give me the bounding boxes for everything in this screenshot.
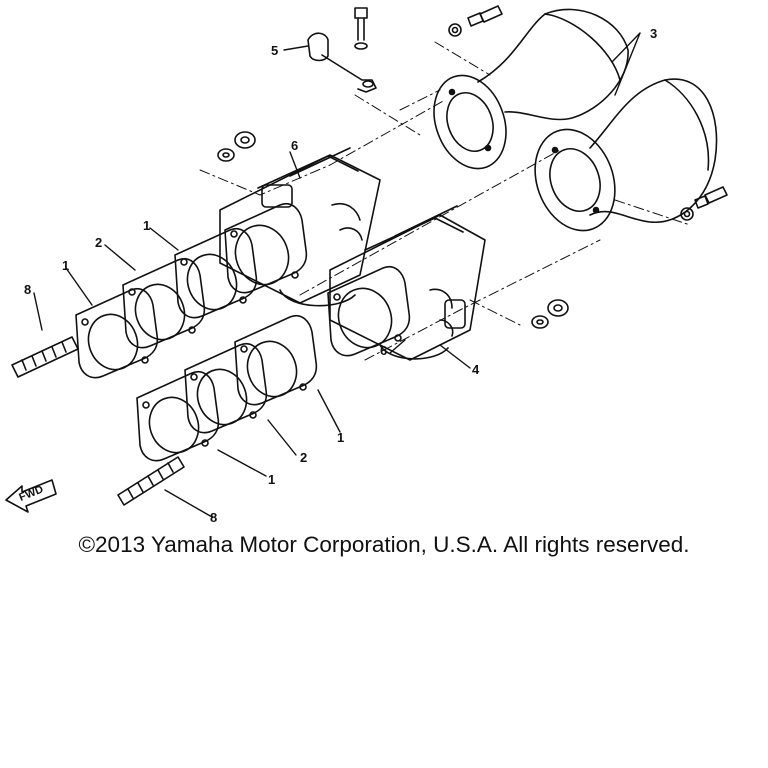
- callout-8-bottom: 8: [210, 510, 217, 525]
- exploded-parts-diagram: FWD 1 1 1 1 2 2 3 4 5 6 6 8 8: [0, 0, 768, 525]
- carb-flange-right: [328, 267, 409, 356]
- callout-6-bottom: 6: [380, 343, 387, 358]
- stud-upper: [12, 337, 78, 377]
- gasket-upper-3: [76, 289, 157, 378]
- hardware-right: [681, 187, 727, 220]
- gasket-lower-2: [185, 344, 266, 433]
- callout-8-left: 8: [24, 282, 31, 297]
- gasket-upper-1: [175, 229, 256, 318]
- gasket-upper-2: [123, 259, 204, 348]
- hardware-left: [218, 132, 255, 161]
- velocity-stack-upper: [422, 9, 628, 178]
- velocity-stack-lower: [522, 79, 717, 242]
- callout-4: 4: [472, 362, 480, 377]
- bolt-top: [355, 8, 367, 49]
- carburetor-left: [220, 148, 380, 306]
- stud-lower: [118, 457, 184, 505]
- callout-5: 5: [271, 43, 278, 58]
- forward-arrow-icon: FWD: [6, 480, 56, 512]
- copyright-notice: ©2013 Yamaha Motor Corporation, U.S.A. A…: [78, 532, 690, 557]
- callout-labels: 1 1 1 1 2 2 3 4 5 6 6 8 8: [24, 26, 657, 525]
- callout-2-top: 2: [95, 235, 102, 250]
- callout-1-right: 1: [337, 430, 344, 445]
- callout-1-left: 1: [62, 258, 69, 273]
- callout-2-bottom: 2: [300, 450, 307, 465]
- callout-1-top: 1: [143, 218, 150, 233]
- hardware-upper-right: [449, 6, 502, 36]
- cable-bracket: [308, 33, 376, 92]
- carb-flange-left: [225, 204, 306, 293]
- gasket-lower-3: [137, 372, 218, 461]
- callout-6-top: 6: [291, 138, 298, 153]
- gasket-lower-1: [235, 316, 316, 405]
- hardware-lower-right: [532, 300, 568, 328]
- callout-1-bottom: 1: [268, 472, 275, 487]
- callout-3: 3: [650, 26, 657, 41]
- alignment-lines: [200, 42, 690, 360]
- leader-lines: [34, 33, 640, 517]
